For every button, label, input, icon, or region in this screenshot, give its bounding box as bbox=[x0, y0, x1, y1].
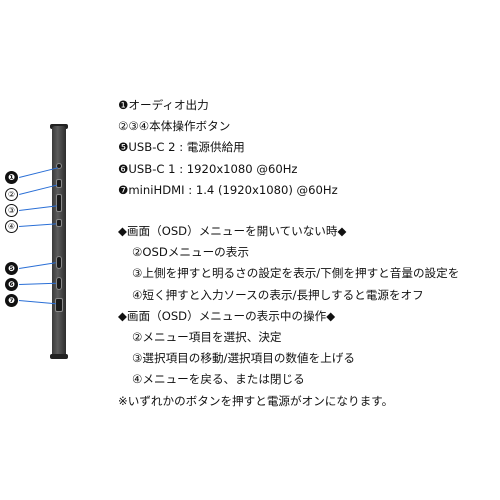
usb-c-2-port bbox=[56, 256, 62, 269]
mini-hdmi-port bbox=[55, 298, 63, 312]
spec-usb-c-1: ❻USB-C 1 : 1920x1080 @60Hz bbox=[118, 161, 298, 176]
marker-6: ❻ bbox=[5, 278, 18, 291]
osd-open-heading: ◆画面（OSD）メニューの表示中の操作◆ bbox=[118, 308, 336, 323]
button-4 bbox=[56, 219, 62, 227]
leader-line-5 bbox=[19, 262, 56, 269]
audio-port bbox=[56, 163, 62, 169]
osd-closed-heading: ◆画面（OSD）メニューを開いていない時◆ bbox=[118, 224, 347, 239]
spec-audio-out: ❶オーディオ出力 bbox=[118, 98, 209, 112]
marker-2: ② bbox=[5, 188, 18, 201]
marker-5: ❺ bbox=[5, 262, 18, 275]
marker-4: ④ bbox=[5, 220, 18, 233]
usb-c-1-port bbox=[56, 277, 62, 290]
button-2 bbox=[56, 179, 62, 188]
button-3 bbox=[56, 194, 62, 212]
osd-closed-item: ②OSDメニューの表示 bbox=[132, 245, 249, 260]
spec-usb-c-2: ❺USB-C 2 : 電源供給用 bbox=[118, 140, 245, 155]
leader-line-6 bbox=[19, 282, 57, 285]
spec-buttons: ②③④本体操作ボタン bbox=[118, 119, 231, 134]
osd-open-item: ③選択項目の移動/選択項目の数値を上げる bbox=[132, 351, 355, 366]
power-on-note: ※いずれかのボタンを押すと電源がオンになります。 bbox=[118, 393, 394, 408]
osd-open-item: ④メニューを戻る、または閉じる bbox=[132, 372, 305, 387]
marker-3: ③ bbox=[5, 204, 18, 217]
spec-description: ❶オーディオ出力 ②③④本体操作ボタン ❺USB-C 2 : 電源供給用 ❻US… bbox=[118, 95, 498, 412]
osd-closed-item: ④短く押すと入力ソースの表示/長押しすると電源をオフ bbox=[132, 287, 424, 302]
leader-line-4 bbox=[19, 223, 56, 227]
osd-closed-item: ③上側を押すと明るさの設定を表示/下側を押すと音量の設定を bbox=[132, 266, 460, 281]
marker-1: ❶ bbox=[5, 171, 18, 184]
monitor-side-profile bbox=[52, 126, 66, 358]
osd-open-item: ②メニュー項目を選択、決定 bbox=[132, 330, 282, 345]
spec-mini-hdmi: ❼miniHDMI : 1.4 (1920x1080) @60Hz bbox=[118, 182, 338, 197]
leader-line-7 bbox=[18, 300, 56, 305]
device-bottom-cap bbox=[50, 354, 68, 359]
marker-7: ❼ bbox=[5, 294, 18, 307]
